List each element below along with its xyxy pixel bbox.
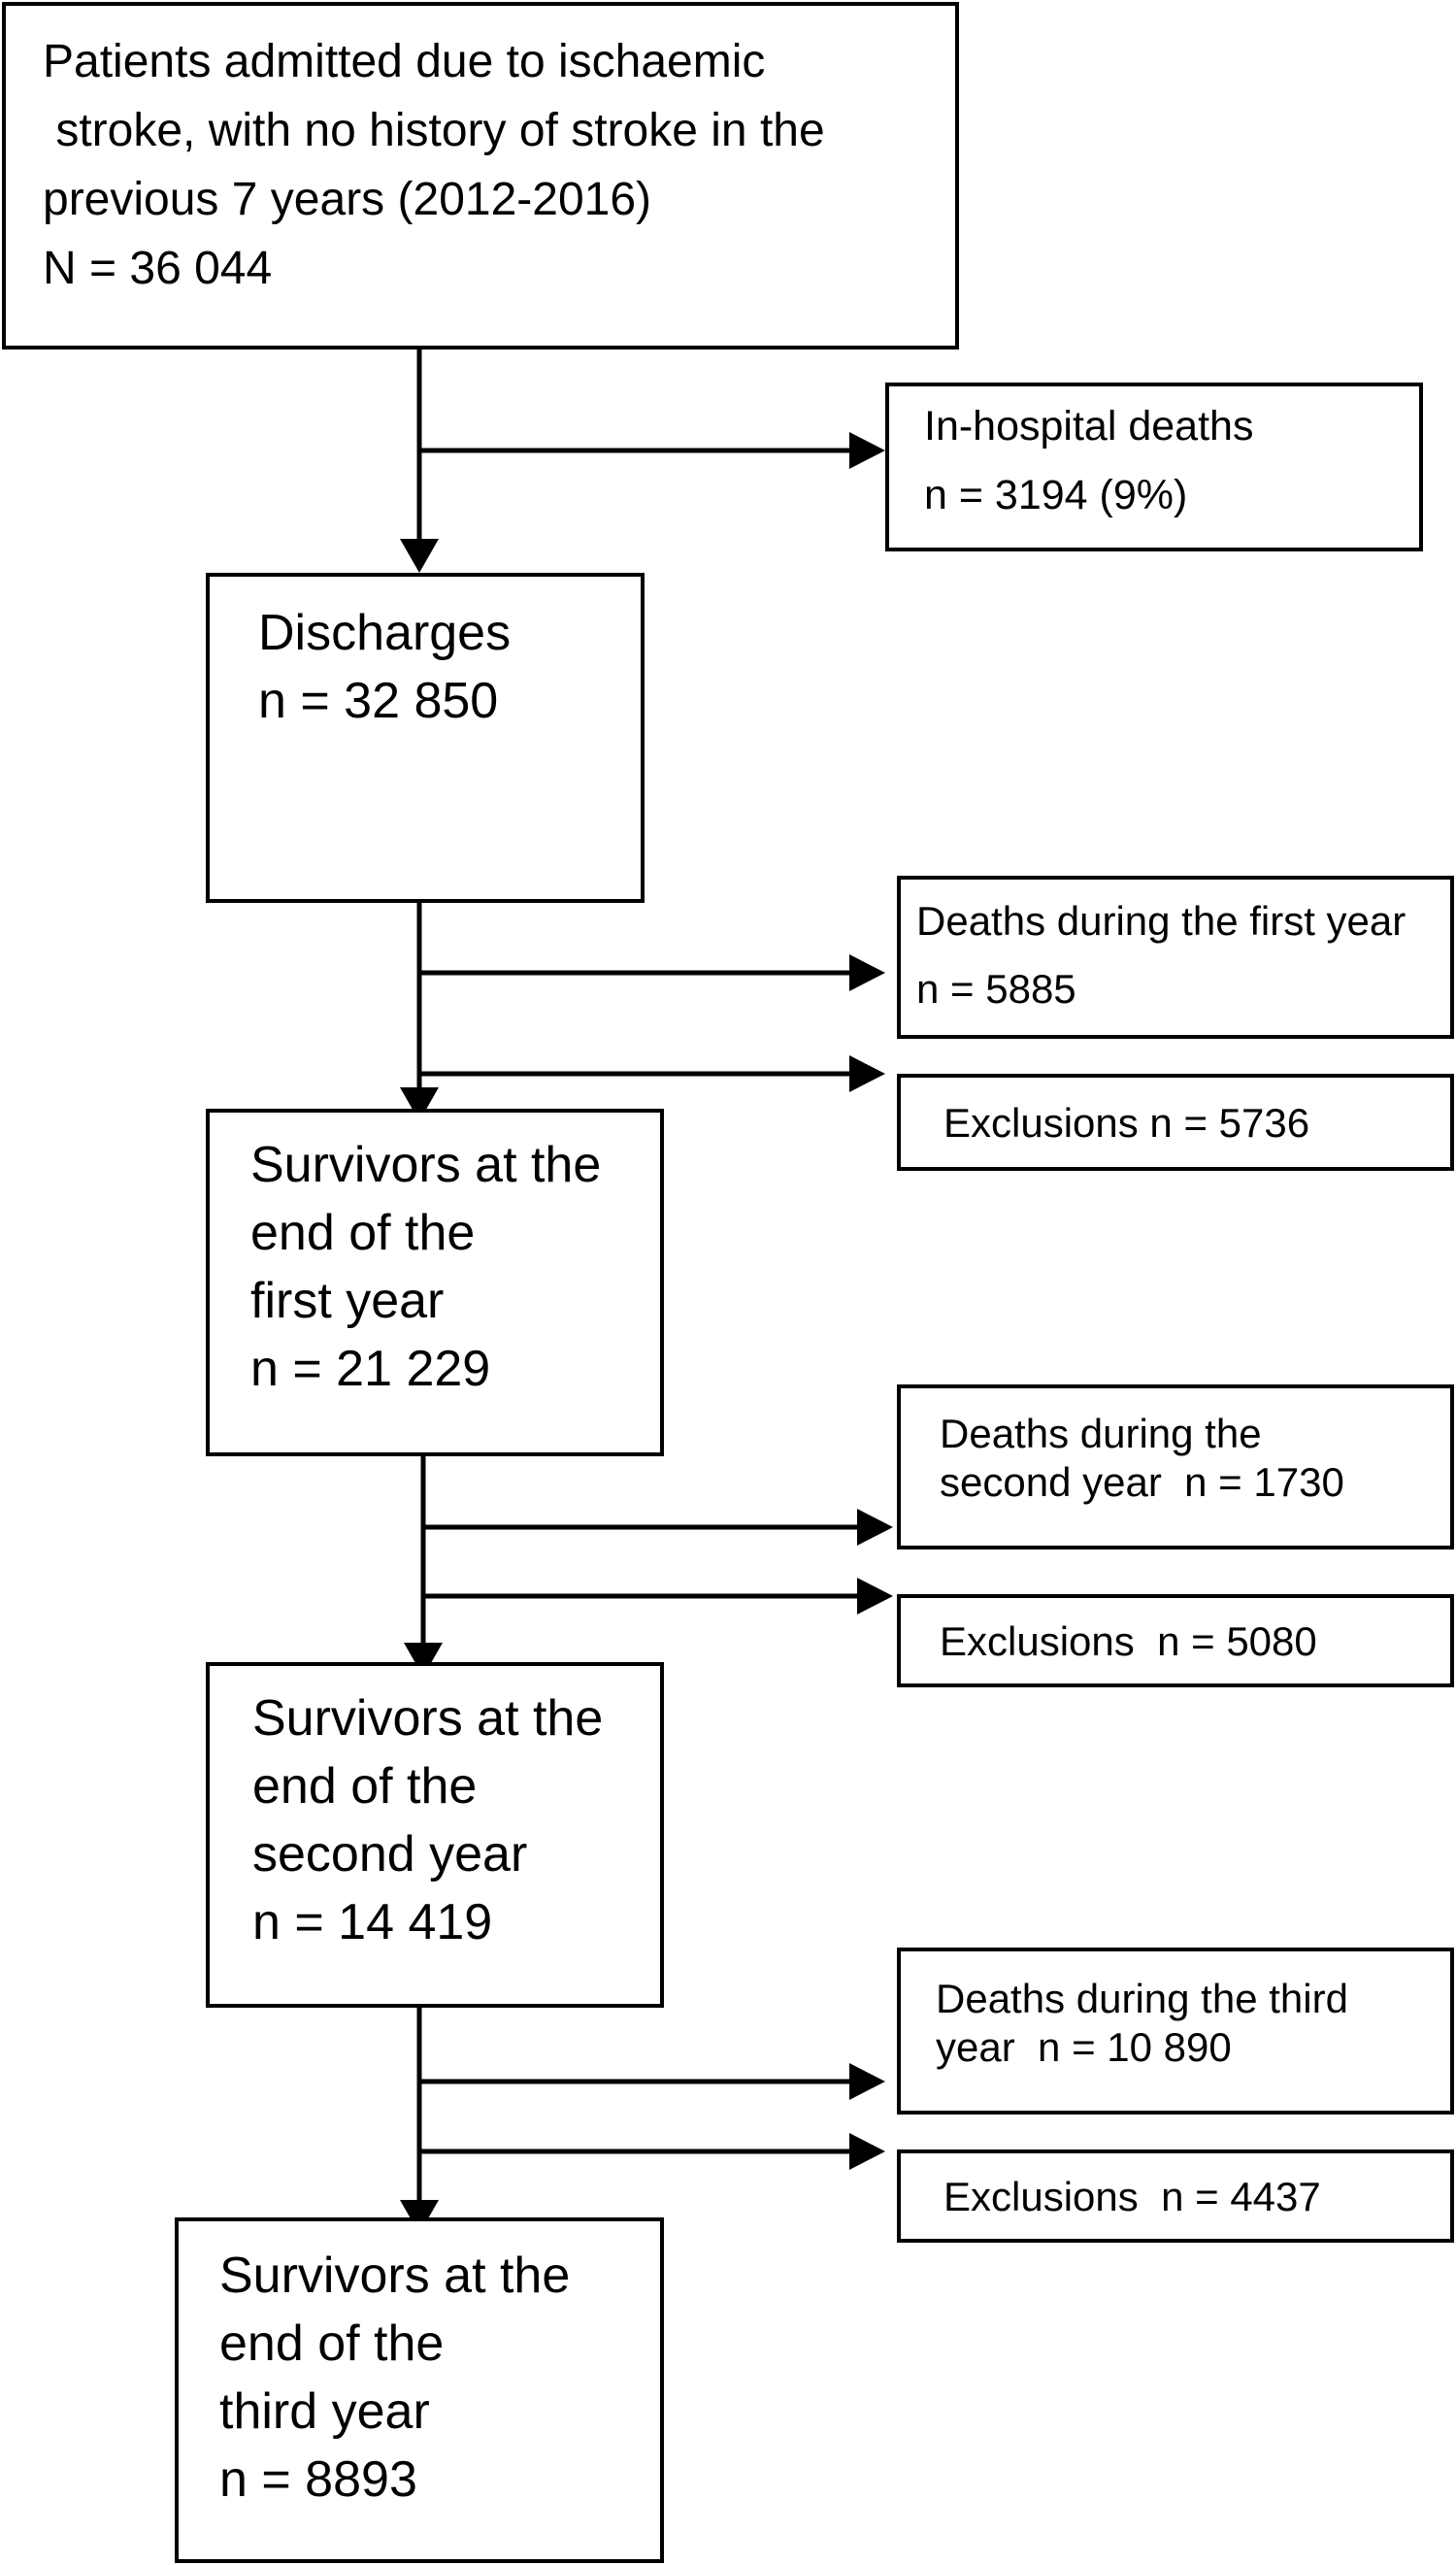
survivors-year1-line-2: end of the [250,1205,476,1261]
survivors-year2-line-3: second year [252,1826,528,1882]
inhospital-deaths-box: In-hospital deaths n = 3194 (9%) [885,383,1423,551]
survivors-year3-line-1: Survivors at the [219,2248,571,2304]
exclusions-year1-box: Exclusions n = 5736 [897,1074,1454,1171]
arrowhead-right [857,1509,893,1546]
survivors-year3-line-2: end of the [219,2315,445,2372]
arrowhead-right [849,2063,885,2100]
deaths-year1-count: n = 5885 [916,966,1076,1012]
exclusions-year2-label: Exclusions n = 5080 [940,1618,1317,1664]
survivors-year2-line-1: Survivors at the [252,1690,604,1747]
arrowhead-down [404,1643,443,1677]
survivors-year1-line-3: first year [250,1273,445,1329]
arrowhead-down [400,539,439,573]
deaths-year3-line-2: year n = 10 890 [936,2024,1232,2070]
survivors-year1-count: n = 21 229 [250,1341,491,1397]
exclusions-year3-label: Exclusions n = 4437 [943,2174,1321,2219]
deaths-year2-line-1: Deaths during the [940,1411,1262,1456]
deaths-year2-line-2: second year n = 1730 [940,1459,1344,1505]
deaths-year2-box: Deaths during the second year n = 1730 [897,1384,1454,1549]
survivors-year3-count: n = 8893 [219,2451,417,2508]
admitted-line-1: Patients admitted due to ischaemic [43,36,766,87]
deaths-year1-label: Deaths during the first year [916,898,1406,944]
survivors-year3-line-3: third year [219,2383,430,2440]
survivors-year1-box: Survivors at the end of the first year n… [206,1109,664,1456]
arrowhead-right [857,1578,893,1615]
arrowhead-down [400,2200,439,2234]
survivors-year3-box: Survivors at the end of the third year n… [175,2217,664,2563]
survivors-year2-count: n = 14 419 [252,1894,493,1950]
inhospital-deaths-count: n = 3194 (9%) [924,472,1188,518]
deaths-year3-line-1: Deaths during the third [936,1976,1348,2021]
survivors-year2-box: Survivors at the end of the second year … [206,1662,664,2008]
arrowhead-down [400,1087,439,1121]
survivors-year2-line-2: end of the [252,1758,478,1815]
arrowhead-right [849,2133,885,2170]
admitted-line-2: stroke, with no history of stroke in the [43,105,825,156]
discharges-label: Discharges [258,605,512,661]
admitted-line-3: previous 7 years (2012-2016) [43,174,652,225]
inhospital-deaths-label: In-hospital deaths [924,403,1254,450]
exclusions-year3-box: Exclusions n = 4437 [897,2149,1454,2243]
admitted-patients-box: Patients admitted due to ischaemic strok… [2,2,959,350]
arrowhead-right [849,1055,885,1092]
admitted-line-4: N = 36 044 [43,243,273,294]
discharges-box: Discharges n = 32 850 [206,573,645,903]
survivors-year1-line-1: Survivors at the [250,1137,602,1193]
exclusions-year2-box: Exclusions n = 5080 [897,1594,1454,1687]
arrowhead-right [849,432,885,469]
arrowhead-right [849,954,885,991]
exclusions-year1-label: Exclusions n = 5736 [943,1100,1310,1146]
discharges-count: n = 32 850 [258,673,499,729]
deaths-year3-box: Deaths during the third year n = 10 890 [897,1948,1454,2115]
deaths-year1-box: Deaths during the first year n = 5885 [897,876,1454,1039]
